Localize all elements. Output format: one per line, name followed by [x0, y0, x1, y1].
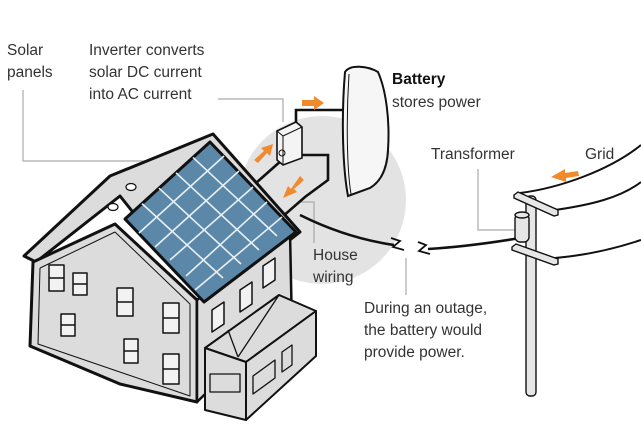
- label-grid: Grid: [585, 146, 615, 163]
- leader-inverter: [218, 98, 284, 122]
- label-outage-note: During an outage, the battery would prov…: [364, 300, 488, 361]
- leader-solar-panels: [22, 90, 170, 162]
- grid-wires: [519, 144, 641, 259]
- leader-house-wiring: [298, 201, 315, 243]
- label-battery-title: Battery: [392, 71, 446, 88]
- leader-transformer: [477, 169, 516, 231]
- flow-arrows: [254, 96, 579, 198]
- label-battery-desc: stores power: [392, 94, 481, 111]
- battery-icon: [341, 65, 390, 198]
- utility-pole: [511, 191, 559, 397]
- label-house-wiring: House wiring: [313, 247, 358, 286]
- wiring: [247, 108, 521, 251]
- label-transformer: Transformer: [431, 146, 515, 163]
- windows: [48, 257, 276, 385]
- inverter-icon: [276, 121, 303, 166]
- zigzag-break-icon: [390, 237, 431, 255]
- solar-panel-array: [123, 140, 298, 304]
- label-solar-panels: Solar panels: [7, 42, 53, 81]
- arrow-to-battery-icon: [302, 96, 324, 110]
- arrow-panel-to-inverter-icon: [254, 144, 273, 163]
- arrow-to-house-icon: [283, 176, 304, 198]
- wire-inverter-out: [257, 153, 330, 239]
- house-illustration: [22, 132, 317, 421]
- leader-lines: [22, 90, 516, 295]
- wire-house-to-break: [299, 213, 395, 247]
- transformer-icon: [514, 211, 530, 243]
- arrow-from-grid-icon: [551, 169, 579, 182]
- wire-break-to-pole: [427, 236, 521, 251]
- label-inverter: Inverter converts solar DC current into …: [89, 42, 205, 103]
- porch: [204, 294, 317, 421]
